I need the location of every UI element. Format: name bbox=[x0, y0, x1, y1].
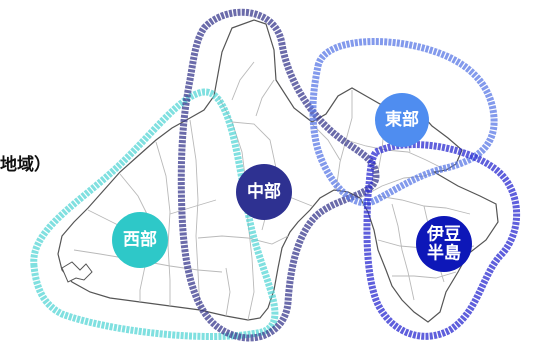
izu-region-label: 伊豆半島 bbox=[426, 224, 461, 264]
izu-region-label-line: 伊豆 bbox=[426, 224, 461, 245]
central-region-outline bbox=[177, 8, 380, 342]
west-region-circle bbox=[112, 212, 168, 268]
central-region-circle bbox=[236, 164, 292, 220]
lake-inlet bbox=[61, 261, 93, 283]
central-region-marker[interactable]: 中部 bbox=[236, 164, 292, 220]
west-region-marker[interactable]: 西部 bbox=[112, 212, 168, 268]
east-region-label: 東部 bbox=[385, 109, 419, 130]
region-outlines bbox=[30, 8, 521, 342]
west-region-label: 西部 bbox=[123, 229, 157, 250]
east-region-marker[interactable]: 東部 bbox=[375, 93, 429, 147]
east-region-outline bbox=[309, 38, 498, 206]
side-caption: 地域） bbox=[0, 154, 51, 175]
izu-region-label-line: 半島 bbox=[427, 243, 461, 264]
izu-region-outline bbox=[363, 141, 521, 340]
east-region-circle bbox=[375, 93, 429, 147]
west-region-outline bbox=[30, 88, 279, 341]
central-region-label: 中部 bbox=[247, 181, 281, 202]
izu-region-circle bbox=[416, 216, 472, 272]
izu-region-marker[interactable]: 伊豆半島 bbox=[416, 216, 472, 272]
